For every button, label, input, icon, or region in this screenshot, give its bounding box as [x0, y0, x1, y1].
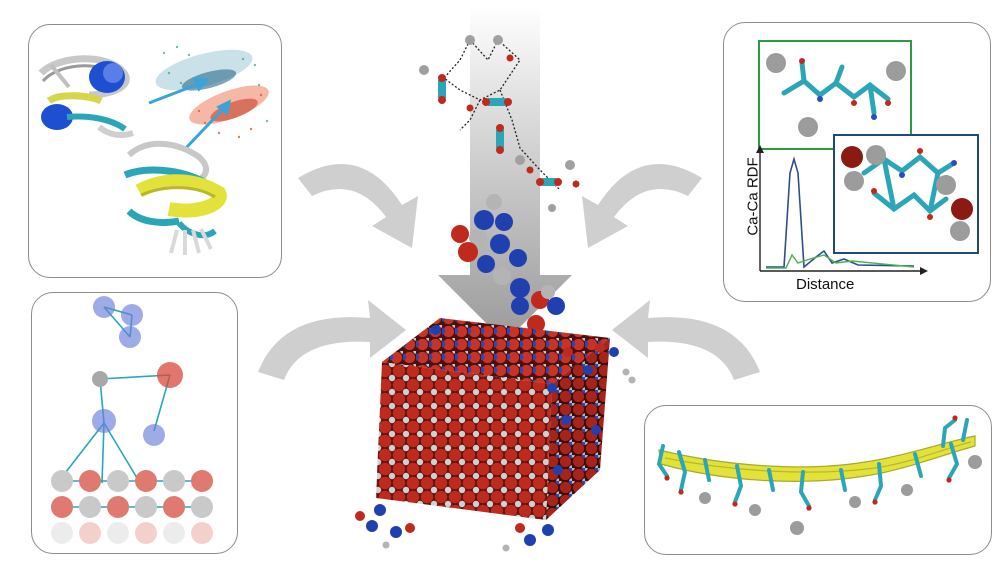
peptide-rdf-icon: [756, 40, 979, 275]
rdf-curve-blue: [766, 156, 915, 269]
calcium-ions: [699, 455, 982, 535]
arrow-topright-curve: [582, 163, 702, 248]
rdf-xlabel: Distance: [796, 276, 855, 293]
ion-chain-icon: [451, 194, 565, 333]
beta-sheet-icon: [656, 415, 982, 535]
peptide-stick-icon: [781, 60, 891, 116]
panel-peptide-rdf: [723, 22, 991, 302]
panel-coarse-grained-mapping: [31, 292, 238, 554]
arrow-topleft-curve: [298, 163, 418, 248]
panel-beta-sheet: [644, 405, 992, 555]
calcium-carbonate-crystal-icon: [355, 318, 636, 552]
cg-bead-icons: [92, 296, 183, 446]
surface-lattice-icon: [51, 470, 213, 544]
hydrated-ion-cluster-icon: [419, 35, 580, 212]
sidechain-sticks: [656, 418, 969, 508]
arrow-bottomright-curve: [612, 300, 760, 380]
coarse-grained-mapping-icon: [51, 296, 213, 544]
protein-ensemble-icon: [38, 45, 269, 255]
panel-protein-ensemble: [28, 24, 282, 278]
protein-helix-upper-icon: [38, 55, 134, 138]
scatter-cloud-icon: [155, 45, 269, 139]
arrow-bottomleft-curve: [258, 300, 406, 380]
rdf-curve-green: [766, 253, 915, 269]
protein-helix-lower-icon: [123, 140, 227, 255]
